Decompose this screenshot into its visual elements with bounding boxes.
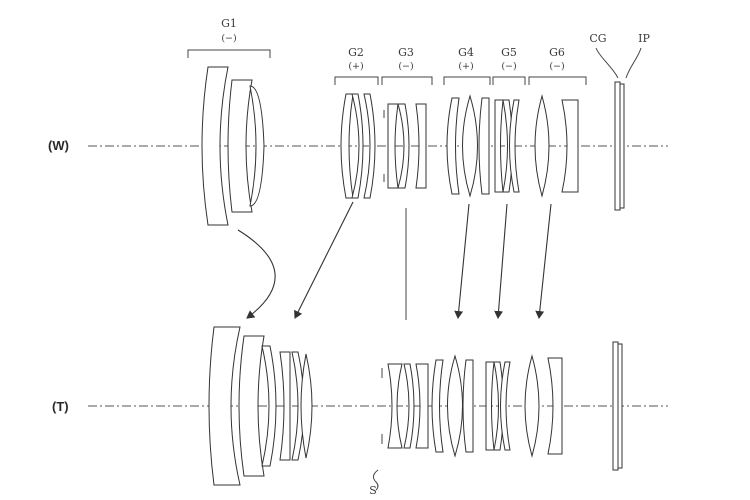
image-plane-label: IP xyxy=(638,32,650,45)
bracket-g1 xyxy=(187,49,271,58)
svg-text:(−): (−) xyxy=(549,61,564,72)
image-plane-leader xyxy=(625,47,642,79)
lens-group-g4-tele xyxy=(431,354,474,458)
svg-text:G2: G2 xyxy=(348,46,364,59)
svg-text:(+): (+) xyxy=(458,61,473,72)
group-label-g1: G1 (−) xyxy=(221,17,237,44)
tele-position-label: (T) xyxy=(52,399,69,414)
lens-group-g6-wide xyxy=(534,94,579,198)
lens-group-g3-wide xyxy=(383,103,427,189)
bracket-g3 xyxy=(381,76,433,85)
wide-position-label: (W) xyxy=(48,138,69,153)
group-label-g5: G5 (−) xyxy=(501,46,517,72)
svg-text:(−): (−) xyxy=(398,61,413,72)
svg-text:G5: G5 xyxy=(501,46,517,59)
lens-group-g6-tele xyxy=(524,354,563,458)
svg-text:(−): (−) xyxy=(221,33,236,44)
lens-group-g5-tele xyxy=(485,361,511,451)
cover-glass-label: CG xyxy=(589,32,606,45)
cover-glass-tele xyxy=(612,341,623,471)
lens-group-g1-tele xyxy=(208,326,313,486)
arrow-g4 xyxy=(454,203,470,319)
group-label-g4: G4 (+) xyxy=(458,46,474,72)
lens-group-g5-wide xyxy=(494,99,520,193)
group-label-g3: G3 (−) xyxy=(398,46,414,72)
bracket-g4 xyxy=(443,76,491,85)
svg-text:(+): (+) xyxy=(348,61,363,72)
svg-text:G6: G6 xyxy=(549,46,565,59)
lens-group-g4-wide xyxy=(446,94,490,198)
arrow-g1 xyxy=(237,229,276,319)
lens-group-g1-wide xyxy=(201,66,265,226)
bracket-g6 xyxy=(528,76,587,85)
group-label-g6: G6 (−) xyxy=(549,46,565,72)
bracket-g2 xyxy=(334,76,379,85)
stop-leader xyxy=(372,469,379,491)
svg-text:G4: G4 xyxy=(458,46,474,59)
svg-text:(−): (−) xyxy=(501,61,516,72)
bracket-g5 xyxy=(492,76,526,85)
arrow-g5 xyxy=(494,203,508,319)
stop-label: S xyxy=(369,484,377,497)
cover-glass-leader xyxy=(595,47,619,79)
svg-text:G1: G1 xyxy=(221,17,237,30)
arrow-g6 xyxy=(535,203,552,319)
cover-glass-wide xyxy=(614,81,625,211)
lens-group-g2-wide xyxy=(340,93,376,199)
svg-text:G3: G3 xyxy=(398,46,414,59)
group-label-g2: G2 (+) xyxy=(348,46,364,72)
lens-group-g2-tele xyxy=(381,363,429,449)
arrow-g2 xyxy=(294,201,354,319)
